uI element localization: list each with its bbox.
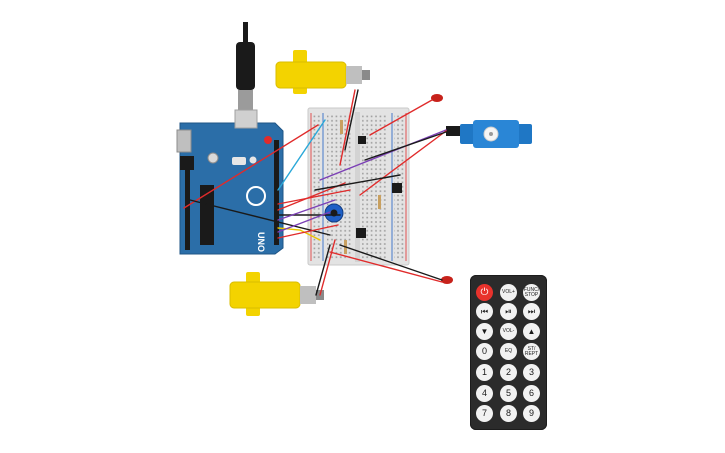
microcontroller-chip bbox=[200, 185, 214, 245]
potentiometer[interactable] bbox=[324, 203, 344, 223]
remote-button-two[interactable]: 2 bbox=[500, 364, 517, 381]
servo-motor[interactable] bbox=[446, 120, 532, 148]
remote-button-five[interactable]: 5 bbox=[500, 385, 517, 402]
led-bottom[interactable] bbox=[441, 276, 453, 284]
usb-port bbox=[176, 129, 192, 153]
power-header bbox=[185, 170, 190, 250]
arduino-logo-icon bbox=[246, 186, 266, 206]
remote-button-func-stop[interactable]: FUNC/ STOP bbox=[523, 284, 540, 301]
remote-button-up[interactable]: ▲ bbox=[523, 323, 540, 340]
remote-button-next[interactable]: ⏭ bbox=[523, 303, 540, 320]
push-button[interactable] bbox=[392, 183, 402, 193]
remote-button-play[interactable]: ⏯ bbox=[500, 303, 517, 320]
remote-button-power[interactable]: ⏻ bbox=[476, 284, 493, 301]
digital-header bbox=[274, 140, 279, 245]
led-top[interactable] bbox=[431, 94, 443, 102]
dc-motor-bottom[interactable] bbox=[229, 272, 324, 316]
arduino-logo-text: UNO bbox=[256, 232, 266, 252]
reset-button bbox=[264, 136, 272, 144]
remote-button-vol-up[interactable]: VOL+ bbox=[500, 284, 517, 301]
wires bbox=[183, 89, 447, 296]
remote-button-eq[interactable]: EQ bbox=[500, 343, 517, 360]
remote-button-seven[interactable]: 7 bbox=[476, 405, 493, 422]
remote-button-eight[interactable]: 8 bbox=[500, 405, 517, 422]
arduino-uno-board[interactable]: UNO bbox=[176, 122, 284, 255]
usb-cable[interactable] bbox=[234, 22, 258, 129]
remote-button-six[interactable]: 6 bbox=[523, 385, 540, 402]
remote-button-vol-down[interactable]: VOL- bbox=[500, 323, 517, 340]
remote-button-zero[interactable]: 0 bbox=[476, 343, 493, 360]
remote-button-three[interactable]: 3 bbox=[523, 364, 540, 381]
remote-button-one[interactable]: 1 bbox=[476, 364, 493, 381]
remote-button-prev[interactable]: ⏮ bbox=[476, 303, 493, 320]
dc-motor-top[interactable] bbox=[275, 50, 370, 94]
remote-button-st-rept[interactable]: ST/ REPT bbox=[523, 343, 540, 360]
remote-button-down[interactable]: ▼ bbox=[476, 323, 493, 340]
ir-receiver[interactable] bbox=[358, 136, 366, 144]
remote-button-four[interactable]: 4 bbox=[476, 385, 493, 402]
resistor-2 bbox=[378, 195, 381, 209]
remote-button-nine[interactable]: 9 bbox=[523, 405, 540, 422]
power-jack bbox=[180, 156, 194, 170]
transistor[interactable] bbox=[356, 228, 366, 238]
resistor-1 bbox=[340, 120, 343, 134]
